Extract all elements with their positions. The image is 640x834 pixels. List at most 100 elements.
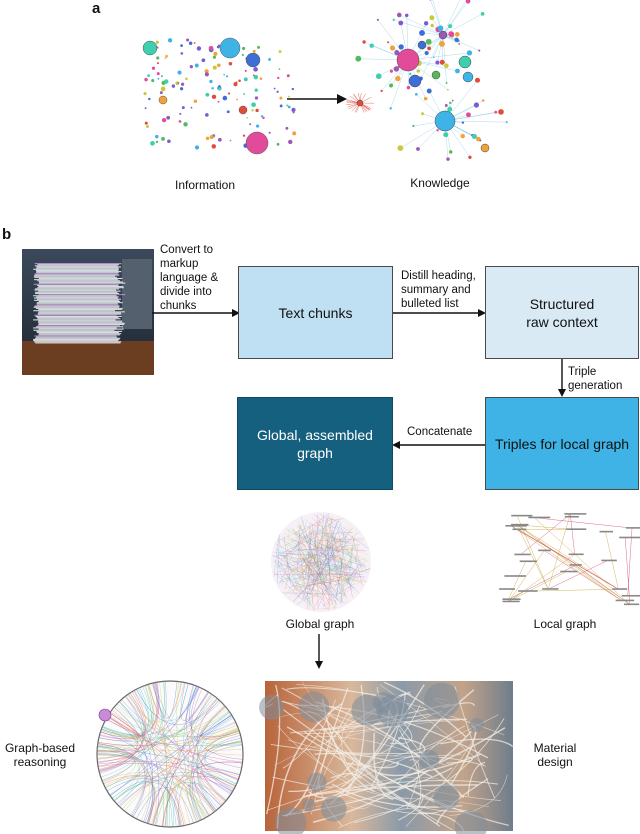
info-dot [179,87,184,91]
global-graph-edge [304,568,370,587]
local-graph-node [499,588,515,590]
paper-sheet [34,274,120,276]
local-graph-edge [508,561,526,600]
info-dot [167,139,171,144]
reasoning-edge [98,763,235,789]
concatenate-note: Concatenate [407,426,473,438]
global-graph-edge [313,514,347,536]
knowledge-node [392,18,395,21]
reasoning-edge [110,711,205,819]
paper-sheet [33,275,116,277]
info-dot [180,82,185,86]
panel-a-letter: a [92,0,101,17]
reasoning-edge [99,682,159,774]
local-graph-edge [511,525,622,601]
knowledge-node [424,50,429,56]
paper-sheet [38,300,121,303]
paper-sheet [35,315,122,317]
reasoning-edge [129,692,215,813]
material-fiber [398,729,422,808]
global-graph-edge [275,548,284,586]
info-dot [252,49,256,53]
structured-context-box: Structured raw context [485,266,639,359]
global-graph-edge [299,551,314,579]
knowledge-node [389,83,394,88]
local-graph-node [502,598,521,600]
local-graph-edge [548,560,608,590]
knowledge-node [397,145,404,152]
paper-sheet [34,299,119,301]
info-dot [160,75,163,78]
knowledge-node [455,68,460,74]
material-fiber [467,761,486,797]
material-fiber [282,699,337,769]
info-dot [156,56,160,60]
info-dot [286,74,290,78]
global-graph-edge [325,517,342,523]
reasoning-edge [196,715,232,811]
local-graph-node [560,570,578,573]
global-graph-edge [284,532,318,575]
info-dot [253,74,259,80]
reasoning-edge [100,731,185,826]
reasoning-caption: Graph-based reasoning [0,741,80,769]
knowledge-node [429,15,435,21]
knowledge-edge [442,0,467,36]
info-dot [217,137,222,142]
paper-sheet [36,332,119,334]
material-fiber [296,710,443,734]
local-graph-edge [508,554,575,602]
info-dot [164,57,167,59]
global-graph-edge [352,535,363,572]
global-graph-edge [295,560,318,588]
global-graph-edge [349,538,354,581]
global-graph-edge [273,571,302,599]
paper-sheet [36,298,122,300]
material-fiber [266,684,281,815]
global-graph-edge [333,570,362,583]
paper-sheet [37,312,122,314]
knowledge-node [425,38,432,45]
local-graph-node [512,528,527,531]
knowledge-node [437,25,444,32]
info-dot [144,77,148,82]
global-graph-edge [314,563,335,595]
info-dot [255,108,259,113]
info-dot [238,79,241,83]
material-fiber [357,773,477,813]
material-fiber [306,780,498,797]
info-dot [155,134,159,139]
paper-sheet [37,287,124,289]
local-graph-edge [534,517,633,529]
info-dot [260,115,264,118]
info-dot [291,107,296,112]
knowledge-edge [442,13,483,36]
knowledge-node [423,96,428,101]
reasoning-edge [108,714,199,822]
knowledge-node [448,31,455,37]
local-graph-node [615,599,635,602]
info-dot [229,139,232,142]
knowledge-edge [442,34,480,51]
material-fiber [304,745,409,799]
knowledge-node [505,121,508,124]
knowledge-node [460,133,465,139]
global-graph-edge [293,561,298,567]
knowledge-node [375,73,382,80]
reasoning-edge [100,713,231,740]
info-dot [279,96,283,100]
global-graph-edge [279,519,308,585]
info-dot [259,77,263,81]
knowledge-node [439,59,445,65]
global-graph-edge [319,521,338,578]
global-graph-edge [321,602,330,612]
material-fiber [286,687,390,698]
material-caption: Material design [520,741,590,769]
reasoning-edge [127,694,239,781]
info-dot [288,139,293,145]
info-dot [286,104,289,107]
knowledge-node [449,101,452,104]
reasoning-edge [98,692,145,770]
knowledge-node [416,147,420,151]
local-graph-node [564,515,579,518]
